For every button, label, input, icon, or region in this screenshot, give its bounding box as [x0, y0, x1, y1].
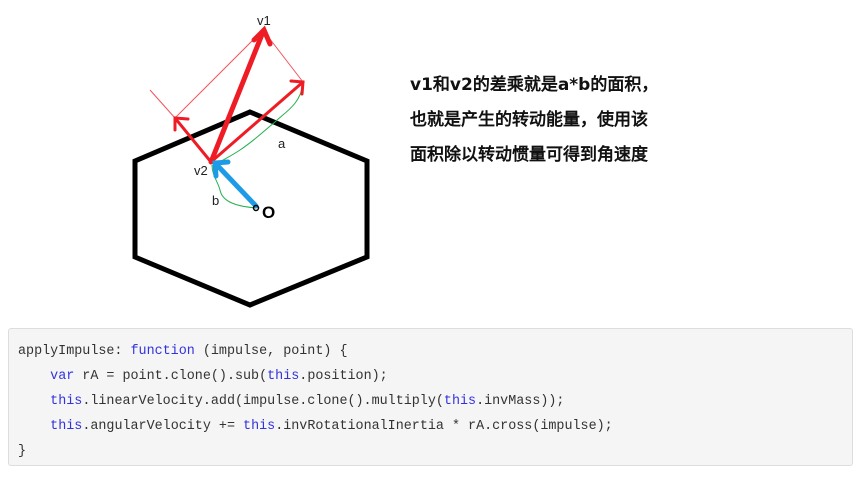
- code-keyword: function: [130, 344, 195, 359]
- code-keyword: this: [50, 419, 83, 434]
- explanation-line: v1和v2的差乘就是a*b的面积，: [410, 75, 659, 95]
- code-line: }: [18, 444, 27, 459]
- label-v2: v2: [194, 163, 208, 178]
- code-text: .linearVelocity.add(impulse.clone().mult…: [82, 394, 444, 409]
- code-indent: [18, 369, 50, 384]
- code-keyword: this: [443, 394, 477, 409]
- label-v1: v1: [257, 13, 271, 28]
- vector-a: [209, 79, 305, 164]
- code-line: var rA = point.clone().sub(this.position…: [18, 364, 843, 389]
- green-braces: [211, 83, 304, 209]
- label-b: b: [212, 193, 219, 208]
- explanation-line: 面积除以转动惯量可得到角速度: [410, 145, 648, 165]
- code-line: this.linearVelocity.add(impulse.clone().…: [18, 389, 843, 414]
- code-indent: [18, 394, 50, 409]
- code-keyword: this: [267, 369, 300, 384]
- explanation-line: 也就是产生的转动能量，使用该: [410, 110, 648, 130]
- code-text: .angularVelocity +=: [82, 419, 244, 434]
- cross-product-diagram: v1 a v2 b O: [132, 13, 370, 308]
- parallelogram-lines: [149, 29, 304, 119]
- code-keyword: this: [243, 419, 276, 434]
- code-block: applyImpulse: function (impulse, point) …: [8, 328, 853, 466]
- code-indent: [18, 419, 50, 434]
- code-text: .invRotationalInertia * rA.cross(impulse…: [275, 419, 613, 434]
- code-text: (impulse, point) {: [194, 344, 348, 359]
- radius-vector: [212, 159, 259, 209]
- vector-v1: [208, 25, 273, 165]
- code-line: applyImpulse: function (impulse, point) …: [18, 339, 843, 364]
- label-origin: O: [262, 203, 275, 222]
- code-keyword: this: [50, 394, 83, 409]
- explanation-text: v1和v2的差乘就是a*b的面积， 也就是产生的转动能量，使用该 面积除以转动惯…: [410, 68, 658, 173]
- code-text: rA = point.clone().sub(: [74, 369, 268, 384]
- hexagon: [132, 109, 370, 308]
- code-text: applyImpulse:: [18, 344, 131, 359]
- code-text: .position);: [299, 369, 388, 384]
- code-text: .invMass));: [476, 394, 565, 409]
- code-line: this.angularVelocity += this.invRotation…: [18, 414, 843, 439]
- label-a: a: [278, 136, 286, 151]
- code-keyword: var: [50, 369, 75, 384]
- origin-point: [252, 204, 260, 212]
- vector-b-left: [173, 116, 213, 164]
